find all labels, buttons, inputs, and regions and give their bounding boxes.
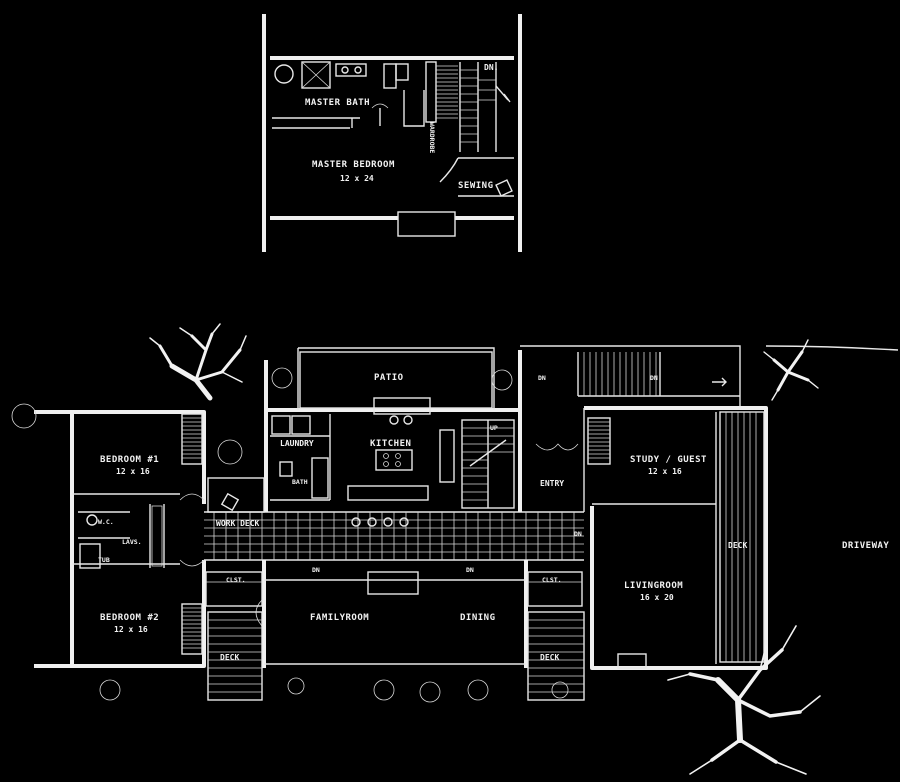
stair-down-label-1: DN: [538, 374, 546, 382]
patio-label: PATIO: [374, 373, 404, 383]
stair-down-label-4: DN: [466, 566, 474, 574]
deck-left-label: DECK: [220, 653, 239, 662]
closet-right-label: CLST.: [542, 576, 562, 584]
bedroom-1-label: BEDROOM #1: [100, 455, 159, 465]
work-deck-label: WORK DECK: [216, 519, 260, 528]
stair-up-label: UP: [490, 424, 498, 432]
dining-label: DINING: [460, 613, 496, 623]
master-bedroom-dimensions: 12 x 24: [340, 174, 374, 183]
tree-top-left: [149, 323, 247, 401]
sewing-label: SEWING: [458, 181, 494, 191]
stair-down-label-3: DN: [312, 566, 320, 574]
upper-floor-plan: MASTER BATH WARDROBE DN. MASTER BEDROOM …: [262, 14, 522, 252]
closet-left-label: CLST.: [226, 576, 246, 584]
bedroom-2-dimensions: 12 x 16: [114, 625, 148, 634]
living-room-dimensions: 16 x 20: [640, 593, 674, 602]
tree-bottom-right: [667, 625, 821, 775]
study-guest-dimensions: 12 x 16: [648, 467, 682, 476]
landscape-trees: [11, 323, 821, 775]
tree-right-top: [763, 339, 819, 401]
gallery-floor-tiles: [204, 512, 584, 560]
upper-stair-down-label: DN.: [484, 63, 498, 72]
study-guest-label: STUDY / GUEST: [630, 455, 707, 465]
driveway-label: DRIVEWAY: [842, 541, 889, 551]
wardrobe-label: WARDROBE: [428, 122, 436, 153]
kitchen-label: KITCHEN: [370, 439, 411, 449]
deck-right-label: DECK: [728, 541, 747, 550]
tub-label: TUB: [98, 556, 110, 564]
living-room-label: LIVINGROOM: [624, 581, 683, 591]
stair-down-label-5: DN: [574, 530, 582, 538]
laundry-label: LAUNDRY: [280, 439, 314, 448]
lavs-label: LAVS.: [122, 538, 142, 546]
stair-down-label-2: DN: [650, 374, 658, 382]
shrub-clusters: [11, 367, 569, 703]
bath-label: BATH: [292, 478, 308, 486]
main-floor-labels: PATIO BEDROOM #1 12 x 16 BEDROOM #2 12 x…: [98, 373, 889, 662]
master-bedroom-label: MASTER BEDROOM: [312, 160, 395, 170]
family-room-label: FAMILYROOM: [310, 613, 369, 623]
bedroom-1-dimensions: 12 x 16: [116, 467, 150, 476]
wc-label: W.C.: [98, 518, 114, 526]
main-floor-plan: [34, 345, 899, 701]
deck-mid-label: DECK: [540, 653, 559, 662]
entry-label: ENTRY: [540, 479, 564, 488]
master-bath-label: MASTER BATH: [305, 98, 370, 108]
bedroom-2-label: BEDROOM #2: [100, 613, 159, 623]
